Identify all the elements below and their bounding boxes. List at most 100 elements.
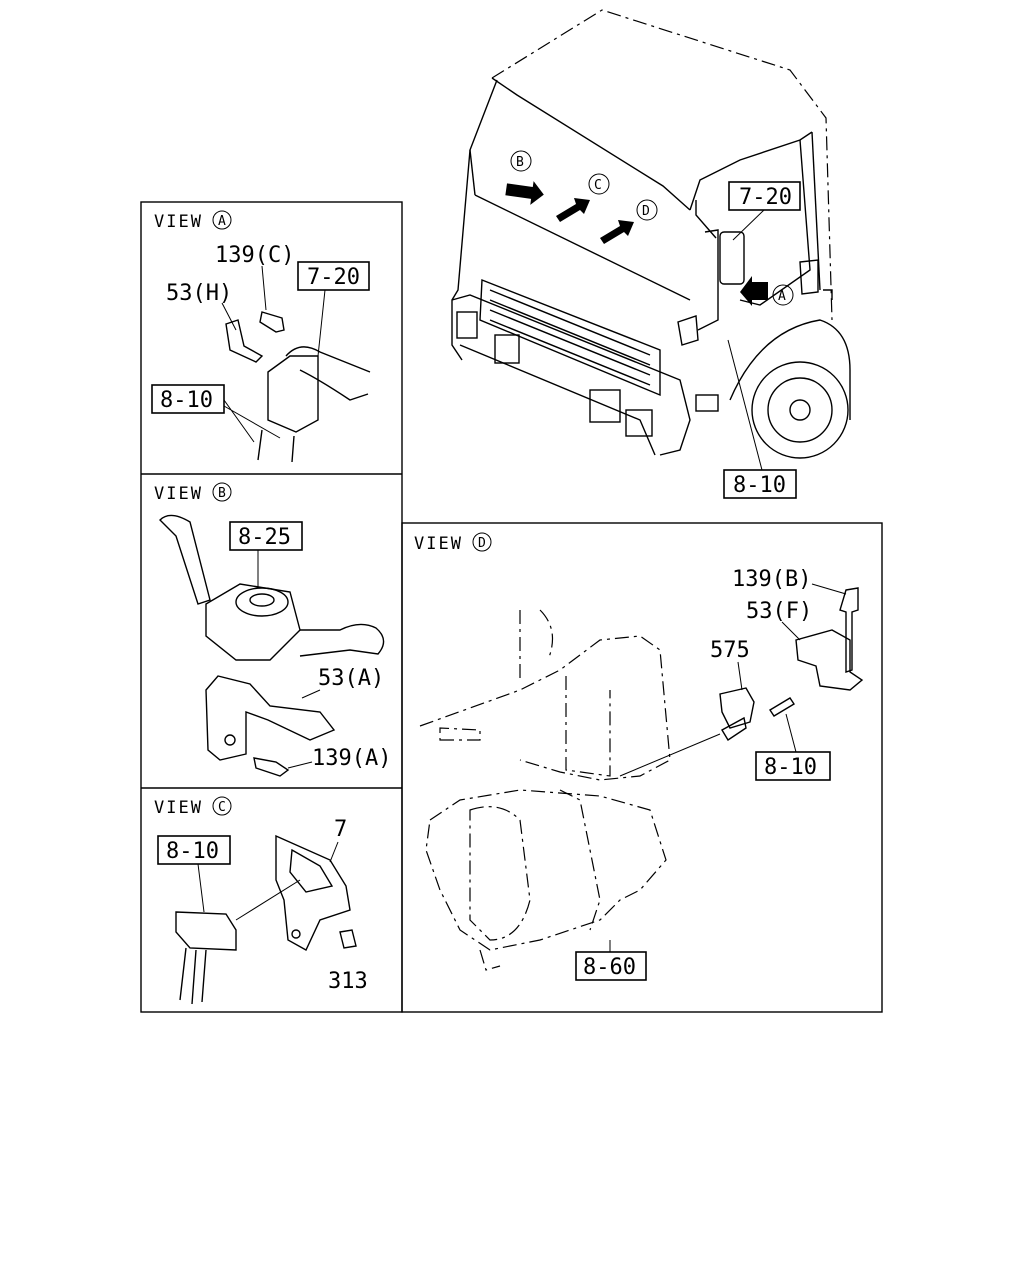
grille-upper: [479, 278, 661, 397]
view-d-prefix: VIEW: [414, 534, 463, 554]
harness-c: [179, 947, 207, 1005]
leader-8-10-a: [223, 399, 281, 443]
door-emblem: [799, 259, 819, 295]
label-8-10-d: 8-10: [764, 755, 817, 780]
leader-7: [329, 841, 339, 863]
leader-139b: [811, 583, 847, 595]
arrow-b-letter: B: [516, 155, 524, 170]
bolt-139c: [259, 311, 285, 333]
view-a-prefix: VIEW: [154, 212, 203, 232]
label-139b: 139(B): [732, 567, 811, 592]
door-window-top: [689, 131, 813, 211]
mirror-stay: [695, 200, 717, 239]
label-575: 575: [710, 638, 750, 663]
connector-leader: [235, 879, 301, 921]
arrow-a-circle: [772, 284, 794, 306]
label-8-10-c-box: [157, 835, 231, 865]
bumper-line: [451, 294, 691, 456]
label-8-25: 8-25: [238, 525, 291, 550]
connector-c: [175, 911, 237, 951]
bracket-53f: [795, 629, 864, 691]
windshield-bottom: [474, 194, 691, 301]
view-d-arrow: [600, 220, 634, 244]
bumper-bottom: [459, 344, 656, 456]
truck-cab-drawing: B C D A 7-20 8-10: [451, 9, 851, 499]
leader-8-10: [727, 339, 763, 471]
label-8-10-a-box: [151, 384, 225, 414]
fog-lamp-right: [589, 389, 621, 423]
bracket-7: [275, 834, 351, 951]
view-a-letter: A: [218, 214, 226, 229]
duct-stub: [439, 727, 481, 741]
bolt-139b: [839, 587, 859, 673]
side-lamp: [625, 409, 653, 437]
steering-column: [519, 609, 554, 680]
view-b-prefix: VIEW: [154, 484, 203, 504]
side-mirror: [719, 231, 745, 285]
bolt-139a: [253, 757, 290, 777]
switch-stalk: [159, 514, 211, 605]
marker-lamp: [695, 394, 719, 412]
label-8-10-c: 8-10: [166, 839, 219, 864]
label-53a: 53(A): [318, 666, 384, 691]
windshield-left: [469, 149, 476, 196]
view-c-drawing: 8-10 7 313: [157, 817, 368, 1005]
view-a-heading: VIEW A: [154, 210, 232, 232]
leader-7-20: [732, 209, 765, 241]
view-a-circle: [212, 210, 232, 230]
label-8-10-a: 8-10: [160, 388, 213, 413]
view-d-letter: D: [478, 536, 486, 551]
view-a-drawing: 139(C) 53(H) 7-20 8-10: [151, 243, 371, 463]
heater-unit-body: [425, 789, 667, 951]
drain-stub: [479, 949, 501, 971]
leader-139a: [287, 761, 313, 769]
blower-housing: [469, 806, 531, 941]
switch-drum: [235, 587, 289, 617]
leader-575: [737, 661, 743, 691]
label-7-20-box: [728, 181, 801, 211]
wheel-arch: [729, 319, 851, 420]
label-7: 7: [334, 817, 347, 842]
arrow-c-circle: [588, 173, 610, 195]
wheel-rim: [767, 377, 833, 443]
door-edge: [811, 131, 821, 291]
connector-body: [267, 355, 319, 433]
clip-575: [719, 687, 755, 729]
door-handle: [823, 289, 833, 300]
label-53f: 53(F): [746, 599, 812, 624]
label-7-20-a: 7-20: [307, 265, 360, 290]
view-b-letter: B: [218, 486, 226, 501]
arrow-a-letter: A: [778, 289, 786, 304]
leader-7-20-a: [317, 289, 326, 357]
harness-lower: [299, 369, 369, 401]
arrow-d-circle: [636, 199, 658, 221]
label-139a: 139(A): [312, 746, 391, 771]
left-column-frame: [140, 201, 403, 1013]
view-c-arrow: [556, 198, 590, 222]
view-b-circle: [212, 482, 232, 502]
label-7-20: 7-20: [739, 185, 792, 210]
label-139c: 139(C): [215, 243, 294, 268]
wheel-hub: [789, 399, 811, 421]
view-c-prefix: VIEW: [154, 798, 203, 818]
view-c-circle: [212, 796, 232, 816]
cab-roof-outline: [491, 9, 833, 321]
label-53h: 53(H): [166, 281, 232, 306]
switch-body: [205, 583, 301, 661]
label-8-10-d-box: [755, 751, 831, 781]
label-8-60-box: [575, 951, 647, 981]
bracket-53h: [225, 319, 264, 363]
switch-arm: [299, 623, 385, 657]
view-d-frame: [401, 522, 883, 1013]
switch-hub: [249, 593, 275, 607]
bracket-53a: [205, 675, 336, 761]
leader-53h: [221, 302, 237, 331]
label-8-10-box: [723, 469, 797, 499]
view-b-heading: VIEW B: [154, 482, 232, 504]
harness-tail: [257, 429, 295, 463]
mirror-harness: [697, 229, 719, 331]
view-a-arrow: [740, 276, 768, 306]
harness-upper: [285, 346, 371, 373]
leader-8-10-c: [197, 863, 205, 913]
